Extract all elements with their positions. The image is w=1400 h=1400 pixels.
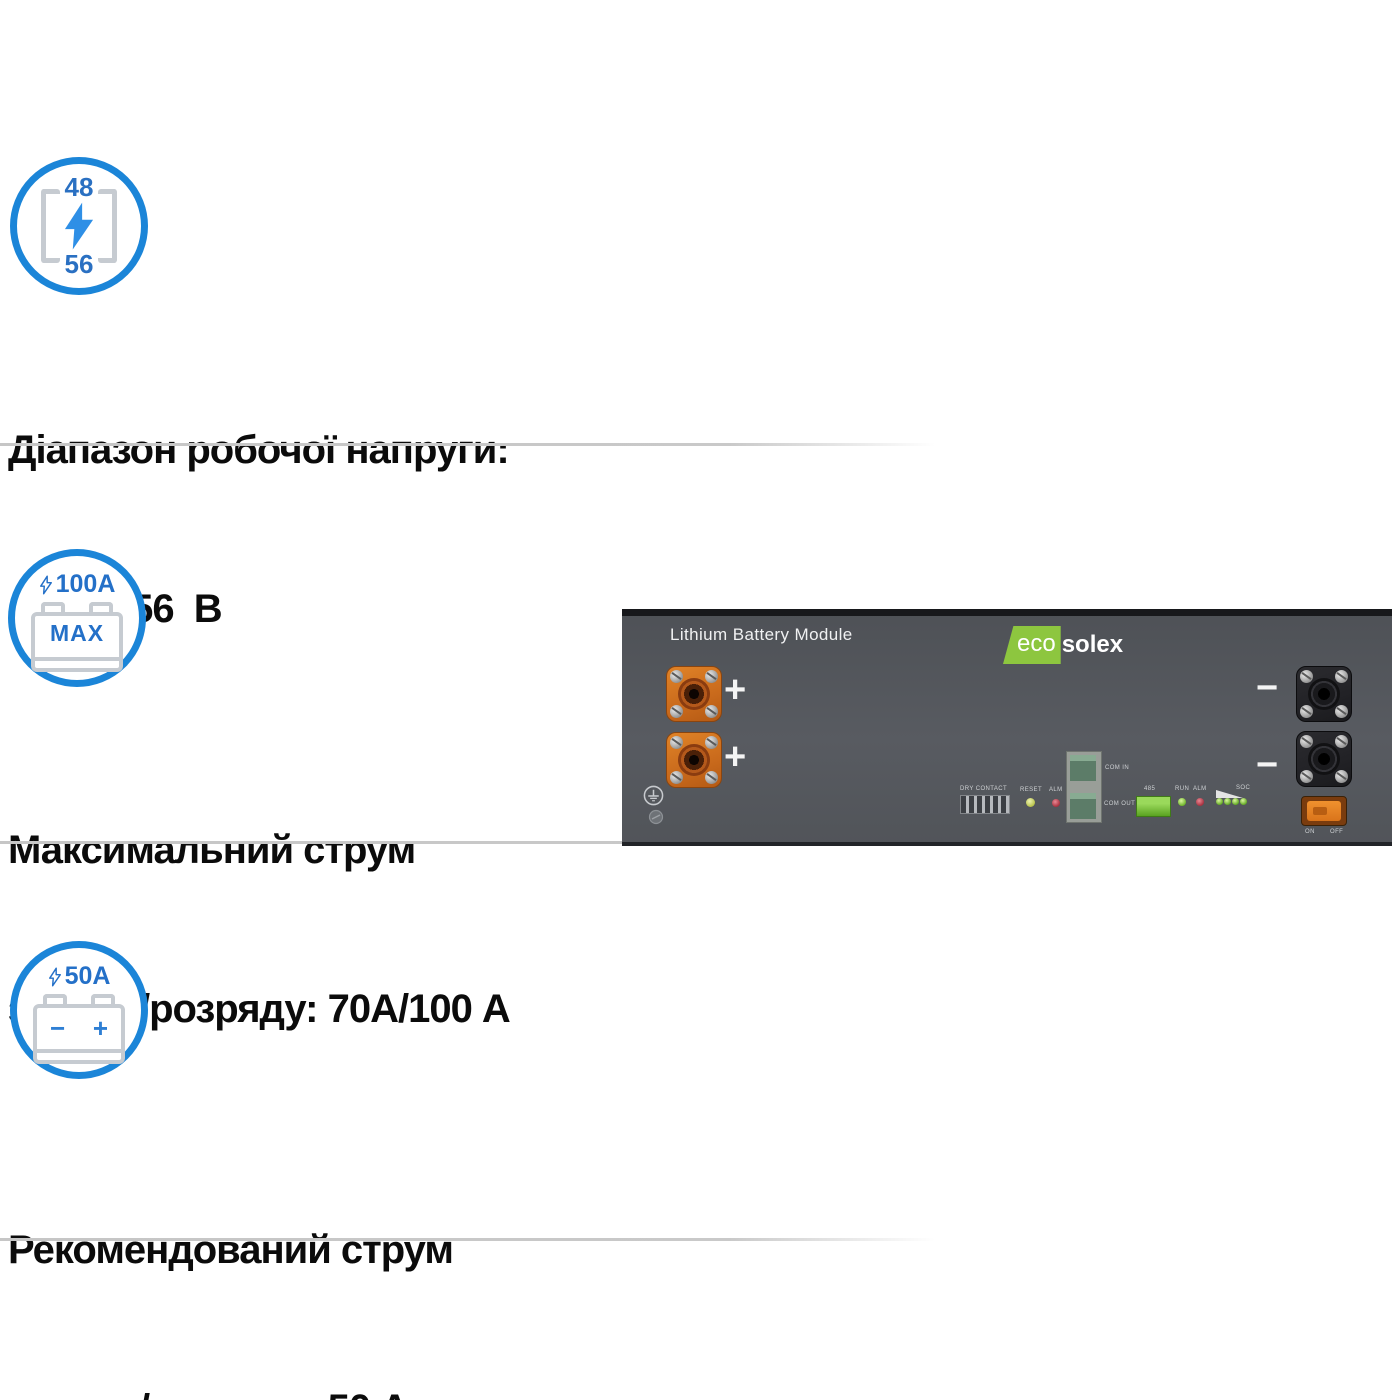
alm-label: ALM	[1193, 786, 1207, 792]
bracket-left-icon	[41, 189, 60, 263]
addr-terminal	[1136, 796, 1171, 817]
dry-contact-terminal	[960, 795, 1010, 814]
power-switch	[1301, 796, 1347, 826]
feature-voltage-line1: Діапазон робочої напруги:	[8, 428, 510, 472]
soc-label: SOC	[1236, 785, 1251, 791]
ground-icon	[643, 785, 664, 806]
logo-eco: eco	[1003, 626, 1061, 664]
alarm-small-label: ALM	[1049, 787, 1063, 793]
voltage-min-value: 56	[64, 249, 94, 279]
minus-sign: −	[1256, 667, 1279, 709]
off-label: OFF	[1330, 829, 1344, 835]
screw-icon	[648, 809, 664, 825]
feature-recommended-current-line1: Рекомендований струм	[8, 1228, 454, 1272]
feature-max-current-text: Максимальний струм заряду/розряду: 70А/1…	[8, 718, 511, 1142]
addr-label: 485	[1144, 786, 1156, 792]
battery-module-image: Lithium Battery Module eco solex + + − −	[622, 609, 1392, 846]
positive-terminal	[666, 666, 722, 722]
reset-led	[1026, 798, 1035, 807]
run-label: RUN	[1175, 786, 1190, 792]
lightning-outline-icon	[48, 967, 61, 986]
divider	[0, 1238, 935, 1241]
reset-label: RESET	[1020, 787, 1043, 793]
voltage-range-icon: 48 56	[10, 157, 148, 295]
feature-recommended-current-text: Рекомендований струм заряду/розряду: 50 …	[8, 1118, 454, 1400]
lightning-icon	[17, 201, 141, 251]
battery-minus-label: −	[50, 1013, 66, 1043]
negative-terminal	[1296, 731, 1352, 787]
soc-leds	[1216, 798, 1247, 805]
minus-sign: −	[1256, 744, 1279, 786]
positive-terminal	[666, 732, 722, 788]
run-led	[1178, 798, 1186, 806]
battery-polarity-icon: − +	[33, 994, 125, 1064]
feature-max-current-line1: Максимальний струм	[8, 828, 416, 872]
com-out-label: COM OUT	[1104, 801, 1136, 807]
negative-terminal	[1296, 666, 1352, 722]
recommended-current-amp-value: 50A	[64, 962, 111, 990]
battery-plus-label: +	[92, 1013, 108, 1043]
alm-led	[1196, 798, 1204, 806]
bracket-right-icon	[98, 189, 117, 263]
recommended-current-icon: 50A − +	[10, 941, 148, 1079]
battery-max-label: MAX	[49, 620, 105, 646]
divider	[0, 443, 935, 446]
max-current-amp-value: 100A	[55, 570, 116, 598]
max-current-icon: 100A MAX	[8, 549, 146, 687]
voltage-max-value: 48	[64, 172, 94, 202]
rj45-ports	[1066, 751, 1102, 823]
divider	[0, 841, 935, 844]
lightning-outline-icon	[39, 575, 52, 594]
on-label: ON	[1305, 829, 1315, 835]
battery-icon: MAX	[31, 602, 123, 672]
ecosolex-logo: eco solex	[1003, 626, 1123, 664]
feature-recommended-current-line2: заряду/розряду: 50 А	[8, 1383, 453, 1400]
plus-sign: +	[724, 669, 747, 711]
com-in-label: COM IN	[1105, 765, 1130, 771]
alarm-small-led	[1052, 799, 1060, 807]
dry-contact-label: DRY CONTACT	[960, 786, 1008, 792]
soc-wedge-icon	[1216, 790, 1243, 798]
plus-sign: +	[724, 736, 747, 778]
logo-solex: solex	[1061, 631, 1124, 658]
module-title: Lithium Battery Module	[670, 625, 853, 644]
